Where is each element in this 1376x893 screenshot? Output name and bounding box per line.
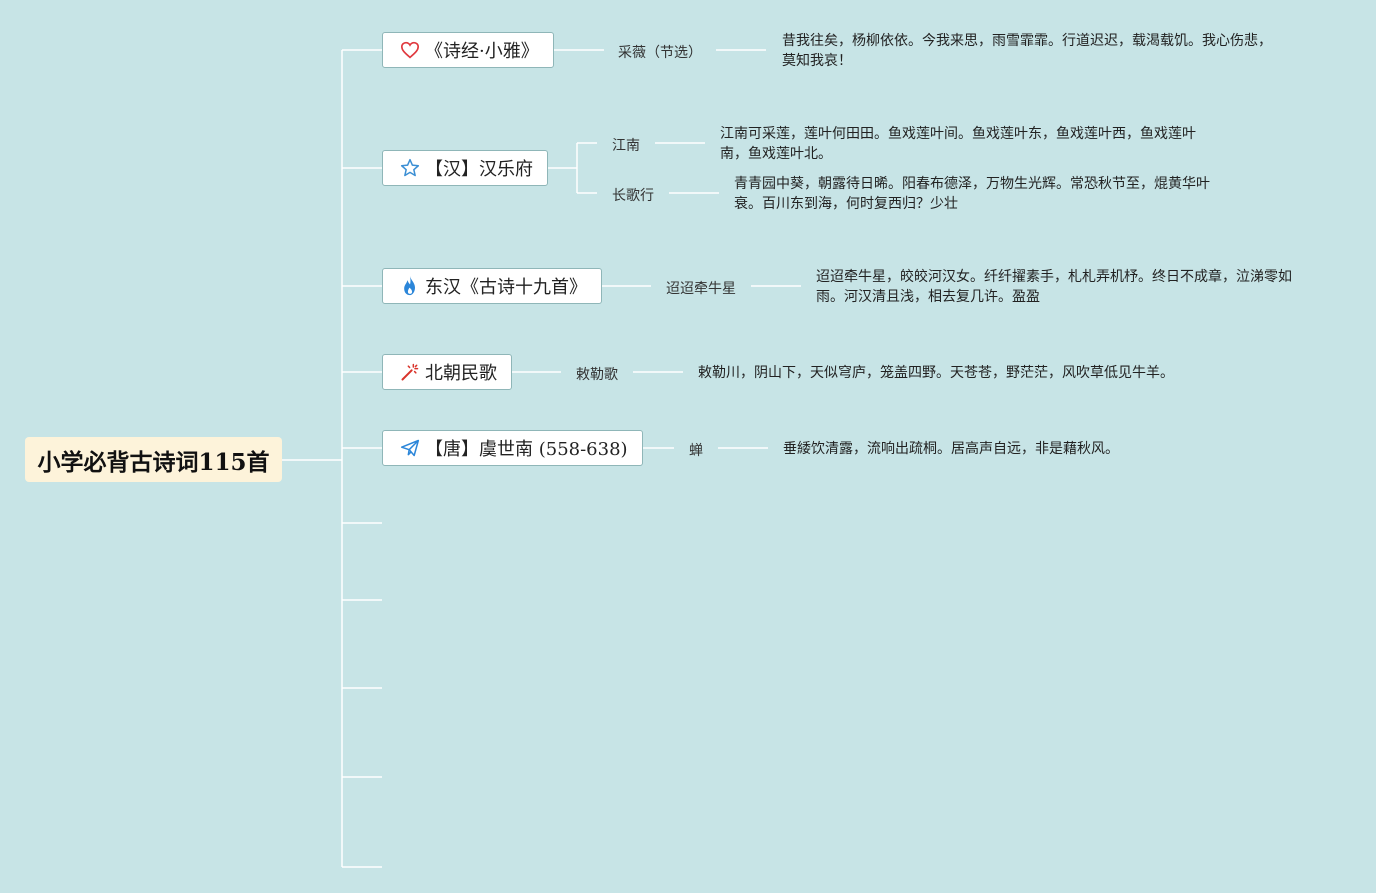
poem-text: 江南可采莲，莲叶何田田。鱼戏莲叶间。鱼戏莲叶东，鱼戏莲叶西，鱼戏莲叶南，鱼戏莲叶… [720, 126, 1196, 162]
poem-title[interactable]: 蝉 [689, 443, 703, 459]
poem-text: 垂緌饮清露，流响出疏桐。居高声自远，非是藉秋风。 [783, 441, 1119, 457]
category-label: 《诗经·小雅》 [425, 41, 539, 62]
magic-wand-icon [399, 361, 421, 383]
category-node-shijing[interactable]: 《诗经·小雅》 [382, 32, 554, 68]
category-node-beichao-minge[interactable]: 北朝民歌 [382, 354, 512, 390]
root-title: 小学必背古诗词115首 [37, 448, 270, 476]
poem-title[interactable]: 长歌行 [612, 188, 654, 204]
poem-text: 青青园中葵，朝露待日晞。阳春布德泽，万物生光辉。常恐秋节至，焜黄华叶衰。百川东到… [734, 176, 1210, 212]
poem-title[interactable]: 采薇（节选） [618, 45, 702, 61]
poem-text: 迢迢牵牛星，皎皎河汉女。纤纤擢素手，札札弄机杼。终日不成章，泣涕零如雨。河汉清且… [816, 269, 1292, 305]
paper-plane-icon [399, 437, 421, 459]
star-icon [399, 157, 421, 179]
flame-icon [399, 275, 421, 297]
poem-title[interactable]: 迢迢牵牛星 [666, 281, 736, 297]
category-node-gushi-shijiushou[interactable]: 东汉《古诗十九首》 [382, 268, 602, 304]
root-topic[interactable]: 小学必背古诗词115首 [25, 437, 282, 482]
category-node-yu-shinan[interactable]: 【唐】虞世南 (558-638) [382, 430, 643, 466]
category-node-han-yuefu[interactable]: 【汉】汉乐府 [382, 150, 548, 186]
category-label: 东汉《古诗十九首》 [425, 277, 587, 298]
poem-text: 敕勒川，阴山下，天似穹庐，笼盖四野。天苍苍，野茫茫，风吹草低见牛羊。 [698, 365, 1174, 381]
category-label: 【唐】虞世南 (558-638) [425, 439, 628, 460]
poem-title[interactable]: 敕勒歌 [576, 367, 618, 383]
category-label: 【汉】汉乐府 [425, 159, 533, 180]
category-label: 北朝民歌 [425, 363, 497, 384]
poem-title[interactable]: 江南 [612, 138, 640, 154]
heart-icon [399, 39, 421, 61]
poem-text: 昔我往矣，杨柳依依。今我来思，雨雪霏霏。行道迟迟，载渴载饥。我心伤悲，莫知我哀！ [782, 33, 1272, 69]
